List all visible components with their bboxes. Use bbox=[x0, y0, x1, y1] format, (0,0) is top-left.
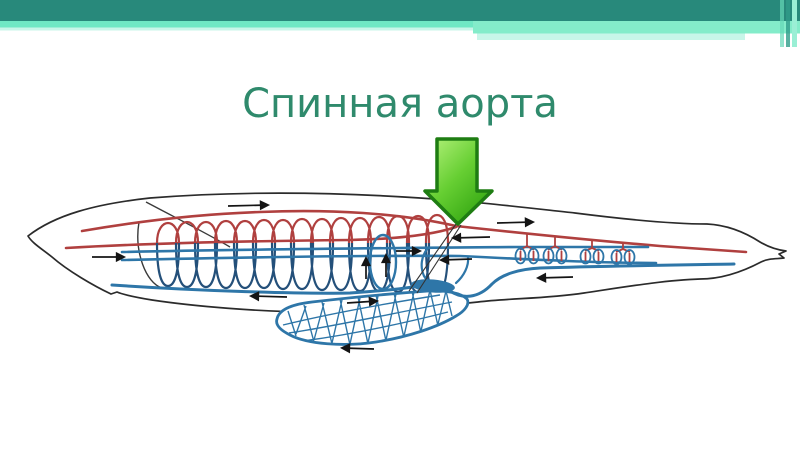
header-stripe-light bbox=[0, 27, 800, 31]
heart-sinus bbox=[411, 279, 455, 293]
flow-arrows bbox=[92, 200, 574, 354]
ventral-aorta bbox=[110, 283, 415, 295]
header-stripe bbox=[0, 21, 800, 28]
flow-arrow bbox=[248, 291, 288, 302]
body-outline bbox=[27, 192, 787, 313]
header-edge-streak bbox=[786, 0, 790, 47]
dark-gill-arch bbox=[137, 221, 163, 289]
gill-arches-upper bbox=[155, 213, 450, 245]
arterial-system bbox=[64, 209, 748, 254]
capillary-network bbox=[282, 290, 453, 345]
cardinal-vein-upper bbox=[120, 245, 650, 254]
gut-sac bbox=[275, 289, 470, 346]
header-edge-streak bbox=[780, 0, 784, 47]
header bbox=[0, 0, 800, 47]
flow-arrow bbox=[346, 296, 380, 307]
dorsal-aorta-right bbox=[454, 224, 748, 254]
flow-arrow bbox=[496, 217, 536, 228]
caudal-vein bbox=[448, 262, 736, 298]
flow-arrow bbox=[450, 232, 491, 243]
glomerulus-knots bbox=[514, 233, 636, 265]
header-edge-streak bbox=[792, 0, 797, 47]
flow-arrow bbox=[339, 343, 375, 354]
knot-bulbs bbox=[514, 247, 636, 265]
header-accent-bar bbox=[473, 21, 800, 34]
flow-arrow bbox=[438, 254, 473, 265]
slide-title: Спинная аорта bbox=[242, 81, 558, 127]
down-arrow-icon bbox=[423, 137, 494, 226]
leader-line bbox=[408, 223, 457, 292]
flow-arrow bbox=[535, 272, 574, 283]
header-bar bbox=[0, 0, 800, 21]
dorsal-aorta-lower-left bbox=[64, 225, 458, 250]
header-accent-bar-light bbox=[477, 33, 745, 40]
flow-arrow bbox=[227, 200, 271, 211]
